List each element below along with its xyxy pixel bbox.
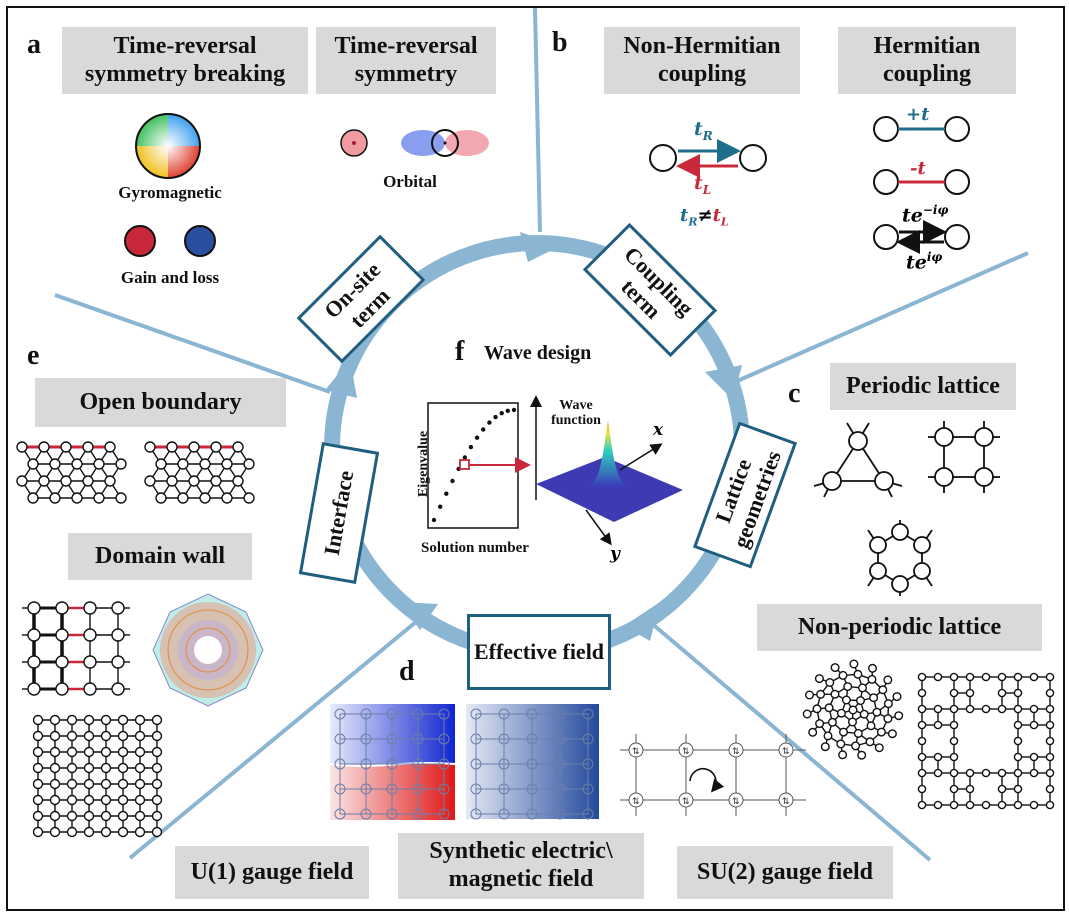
open-boundary-lattice-2	[144, 441, 255, 504]
su2-lattice: ⇅ ⇅ ⇅ ⇅ ⇅ ⇅ ⇅ ⇅	[620, 734, 806, 816]
gyromagnetic-caption: Gyromagnetic	[118, 183, 222, 202]
panel-label-e: e	[27, 340, 40, 371]
hermitian-dimers	[873, 116, 970, 254]
plus-t-label: +t	[906, 104, 930, 125]
open-boundary-lattice-1	[16, 441, 127, 504]
box-hermitian: Hermitian coupling	[838, 27, 1016, 94]
box-open-boundary: Open boundary	[35, 378, 286, 427]
tR-label: tR	[694, 118, 713, 143]
svg-text:⇅: ⇅	[782, 797, 790, 807]
non-hermitian-dimer	[649, 139, 767, 178]
x-axis-label: x	[653, 420, 664, 440]
svg-text:⇅: ⇅	[632, 797, 640, 807]
orbital-shapes	[340, 129, 489, 157]
square-lattice-unit	[928, 421, 1000, 493]
u1-lattice-overlay	[334, 708, 450, 820]
cycle-box-effective: Effective field	[467, 614, 611, 690]
box-domain-wall: Domain wall	[68, 533, 252, 580]
svg-text:⇅: ⇅	[682, 797, 690, 807]
domain-wall-quasicrystal	[152, 593, 264, 707]
synthetic-lattice-overlay	[470, 708, 594, 820]
wave-design-title: Wave design	[484, 342, 592, 364]
panel-label-a: a	[27, 29, 41, 60]
gyromagnetic-disk	[135, 113, 201, 179]
svg-text:⇅: ⇅	[782, 747, 790, 757]
tR-neq-tL: tR≠tL	[680, 205, 729, 229]
triangle-lattice-unit	[813, 422, 903, 498]
fractal-lattice	[917, 672, 1055, 810]
panel-label-f: f	[455, 336, 465, 367]
su2-rotation-arrow	[689, 767, 725, 793]
svg-text:⇅: ⇅	[732, 797, 740, 807]
box-nonperiodic-lattice: Non-periodic lattice	[757, 604, 1042, 651]
quasicrystal-lattice	[802, 659, 904, 760]
svg-text:⇅: ⇅	[682, 747, 690, 757]
orbital-caption: Orbital	[383, 172, 437, 191]
panel-label-b: b	[552, 27, 568, 58]
te-plus-label: teiφ	[906, 250, 943, 274]
tL-label: tL	[694, 172, 712, 197]
wave-function-plot	[530, 395, 683, 546]
eigenvalue-axis-label: Eigenvalue	[416, 430, 431, 498]
gain-loss-caption: Gain and loss	[120, 268, 220, 287]
minus-t-label: -t	[910, 158, 926, 179]
gain-loss-pair	[124, 225, 216, 257]
box-trs: Time-reversal symmetry	[316, 27, 496, 94]
su2-spin-symbols	[625, 740, 805, 810]
box-u1-gauge: U(1) gauge field	[175, 846, 369, 899]
y-axis-label: y	[610, 544, 620, 564]
svg-text:⇅: ⇅	[732, 747, 740, 757]
solution-number-label: Solution number	[421, 540, 529, 556]
domain-wall-lattice	[22, 601, 130, 696]
panel-label-d: d	[399, 656, 415, 687]
eigenvalue-plot	[427, 402, 531, 529]
wave-function-label: Wave function	[551, 398, 601, 429]
box-synthetic-field: Synthetic electric\ magnetic field	[398, 833, 644, 899]
box-trs-breaking: Time-reversal symmetry breaking	[62, 27, 308, 94]
box-periodic-lattice: Periodic lattice	[830, 363, 1016, 410]
svg-text:⇅: ⇅	[632, 747, 640, 757]
box-su2-gauge: SU(2) gauge field	[677, 846, 893, 899]
square-domain-lattice	[32, 714, 163, 838]
honeycomb-lattice-unit	[867, 520, 933, 596]
te-minus-label: te−iφ	[902, 203, 949, 227]
panel-label-c: c	[788, 378, 801, 409]
box-non-hermitian: Non-Hermitian coupling	[604, 27, 800, 94]
